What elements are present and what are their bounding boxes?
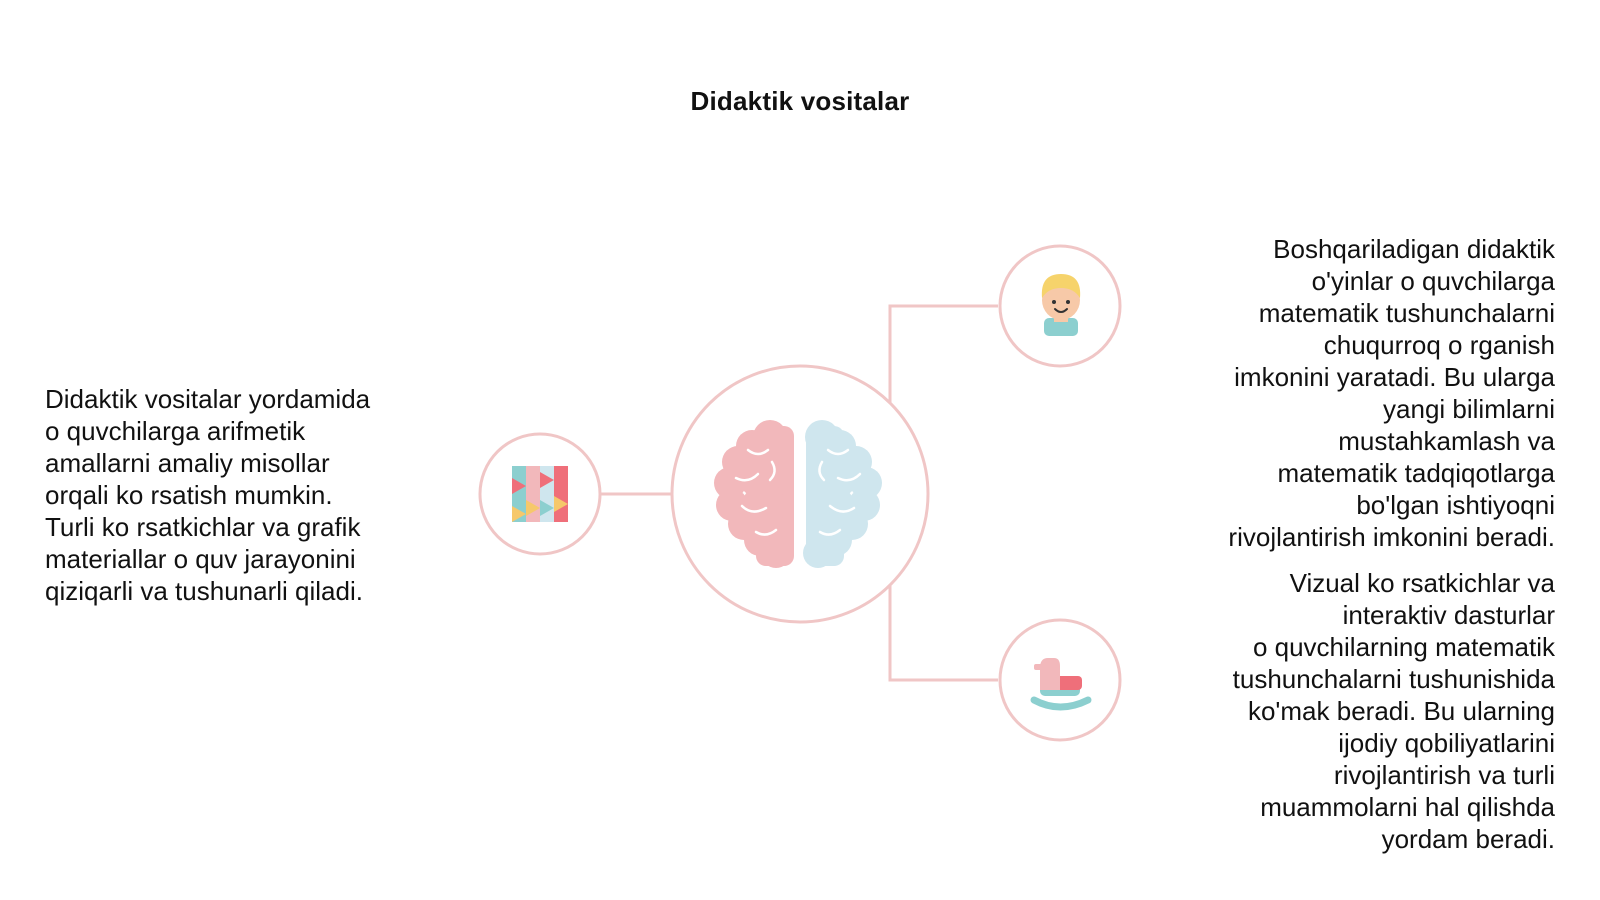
bottom-right-description: Vizual ko rsatkichlar va interaktiv dast… [1232, 568, 1555, 854]
center-node [670, 364, 930, 624]
brain-icon [714, 420, 882, 568]
rocking-horse-icon [1030, 658, 1092, 711]
puzzle-blocks-icon [512, 466, 568, 522]
child-face-icon [1041, 274, 1081, 336]
top-right-node [998, 244, 1122, 368]
bottom-right-node [998, 618, 1122, 742]
left-description: Didaktik vositalar yordamida o quvchilar… [45, 384, 371, 606]
page-title: Didaktik vositalar [690, 86, 910, 116]
connector-lines [600, 304, 998, 682]
top-right-description: Boshqariladigan didaktik o'yinlar o quvc… [1228, 234, 1555, 552]
left-node [478, 432, 602, 556]
